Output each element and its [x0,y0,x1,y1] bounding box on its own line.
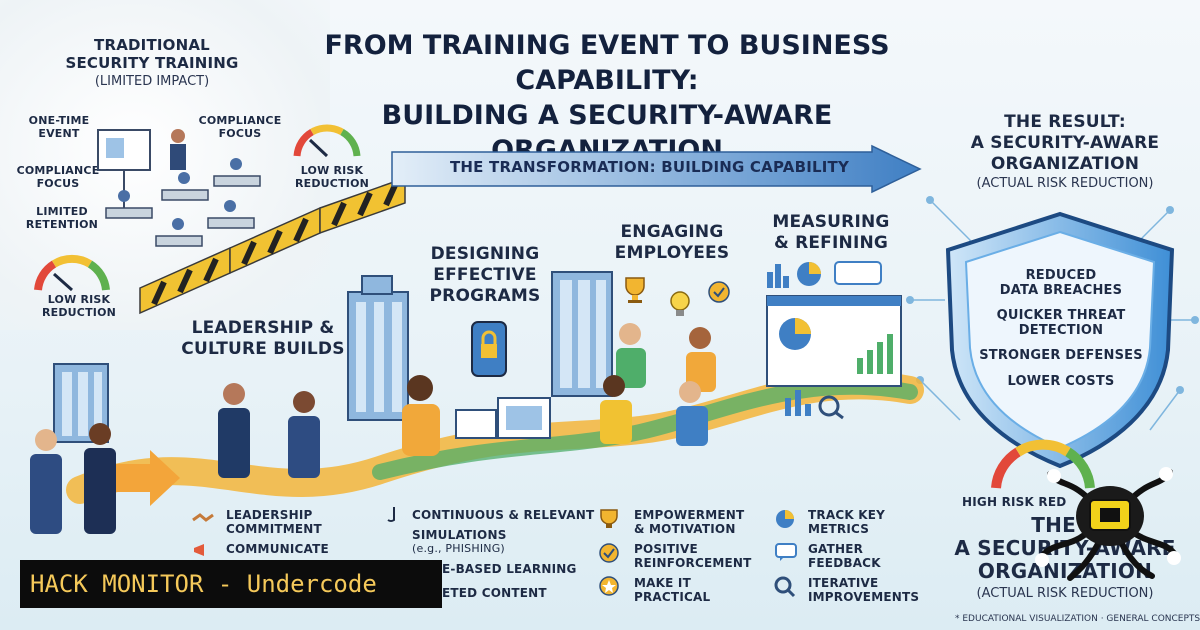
classroom-illustration [97,129,261,247]
team-illustration [600,323,716,446]
list-engaging-empowerment: EMPOWERMENT& MOTIVATION [634,508,745,536]
badge-check-icon [708,281,730,303]
risk-gauge-icon [34,254,110,292]
star-badge-icon [599,576,619,596]
badge-check-icon [599,543,619,563]
stage-measuring-heading: MEASURING& REFINING [772,212,890,253]
list-designing-continuous: CONTINUOUS & RELEVANT [412,508,595,522]
high-risk-reduction-label: HIGH RISK RED [962,495,1067,509]
transformation-arrow [391,144,922,194]
analytics-dashboard-illustration [766,261,902,420]
handshake-icon [192,513,214,522]
magnifier-icon [774,576,796,598]
trophy-icon [600,509,618,528]
result-item-lower-costs: LOWER COSTS [1007,374,1115,389]
fishhook-icon [387,507,395,522]
traditional-subtitle: (LIMITED IMPACT) [94,74,210,89]
hacker-mascot-logo [1035,467,1181,581]
security-shield-icon [945,211,1175,469]
office-building-icon [551,271,613,397]
chat-bubble-icon [775,543,797,561]
result-subtitle: (ACTUAL RISK REDUCTION) [976,176,1154,191]
stage-leadership-heading: LEADERSHIP &CULTURE BUILDS [181,318,345,359]
risk-gauge-icon [991,439,1095,489]
phone-lock-icon [471,321,507,377]
barricade-wall [139,176,406,315]
hack-monitor-banner: HACK MONITOR - Undercode [20,560,442,608]
list-designing-simulations: SIMULATIONS (e.g., PHISHING) [412,528,507,555]
list-designing-role-based: E-BASED LEARNING [442,562,577,576]
trophy-icon [625,277,645,303]
risk-gauge-icon [293,124,361,158]
list-designing-targeted: ETED CONTENT [442,586,547,600]
leadership-people-illustration [218,383,320,478]
bottom-result-subtitle: (ACTUAL RISK REDUCTION) [976,586,1154,601]
office-building-icon [347,275,409,421]
lightbulb-icon [670,291,690,316]
list-leadership-communicate: COMMUNICATE [226,542,329,556]
transformation-label: THE TRANSFORMATION: BUILDING CAPABILITY [450,158,850,176]
learner-laptop-illustration [402,375,551,456]
pie-chart-icon [776,510,794,528]
megaphone-icon [194,544,204,556]
presenter-people-illustration [30,423,116,534]
result-item-stronger-defenses: STRONGER DEFENSES [979,348,1143,363]
footnote: * EDUCATIONAL VISUALIZATION · GENERAL CO… [955,614,1200,624]
traditional-title: TRADITIONAL SECURITY TRAINING [65,36,239,72]
